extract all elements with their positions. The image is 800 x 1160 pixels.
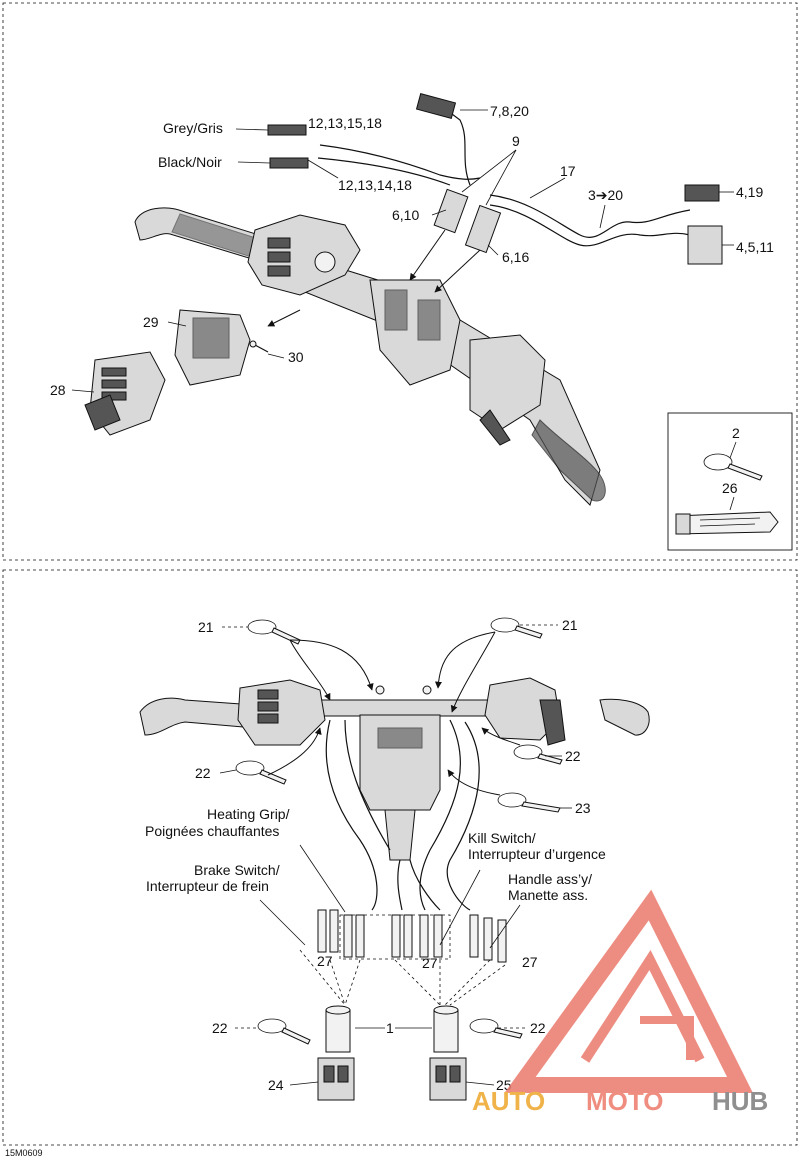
label-heating-grip-fr: Poignées chauffantes: [145, 823, 279, 839]
label-handle-assy-fr: Manette ass.: [508, 887, 588, 903]
bottom-panel-frame: [2, 569, 798, 1146]
ref-4-19: 4,19: [736, 184, 763, 200]
ref-12-13-14-18: 12,13,14,18: [338, 177, 412, 193]
ref-27-right: 27: [522, 954, 538, 970]
ref-2: 2: [732, 425, 740, 441]
watermark-text-moto: MOTO: [586, 1086, 664, 1116]
connector-cluster-center: [391, 914, 443, 958]
ref-12-13-15-18: 12,13,15,18: [308, 115, 382, 131]
triangle-logo-icon: [504, 889, 753, 1093]
top-left-switch-detail: [84, 309, 269, 436]
ref-30: 30: [288, 349, 304, 365]
ref-29: 29: [143, 314, 159, 330]
ref-22-right-lower: 22: [530, 1020, 546, 1036]
ref-27-left: 27: [317, 953, 333, 969]
label-kill-switch-en: Kill Switch/: [468, 830, 536, 846]
ref-21-left: 21: [198, 619, 214, 635]
ref-6-10: 6,10: [392, 207, 419, 223]
connector-housing-24: [317, 1057, 355, 1101]
ref-27-center: 27: [422, 955, 438, 971]
connector-cluster-right: [469, 914, 507, 963]
connector-housing-25: [429, 1057, 467, 1101]
cable-tie-icon: [469, 1018, 499, 1034]
bottom-parts: [317, 1005, 467, 1101]
label-kill-switch-fr: Interrupteur d’urgence: [468, 846, 606, 862]
label-heating-grip-en: Heating Grip/: [207, 806, 290, 822]
label-brake-switch-en: Brake Switch/: [194, 862, 280, 878]
watermark-logo: [504, 889, 753, 1093]
ref-24: 24: [268, 1077, 284, 1093]
ref-21-right: 21: [562, 617, 578, 633]
label-grey-wire: Grey/Gris: [163, 120, 223, 136]
top-leader-lines: [71, 109, 734, 393]
label-handle-assy-en: Handle ass’y/: [508, 871, 592, 887]
ref-9: 9: [512, 133, 520, 149]
cable-tie-icon: [497, 792, 527, 808]
ref-26: 26: [722, 480, 738, 496]
heat-shrink-sleeve: [325, 1009, 351, 1053]
ref-4-5-11: 4,5,11: [736, 239, 774, 255]
ref-1: 1: [386, 1020, 394, 1036]
watermark-text-auto: AUTO: [472, 1086, 545, 1116]
cable-tie-icon: [490, 617, 520, 633]
ref-17: 17: [560, 163, 576, 179]
label-brake-switch-fr: Interrupteur de frein: [146, 878, 269, 894]
ref-7-8-20: 7,8,20: [490, 103, 529, 119]
heat-shrink-sleeve: [433, 1009, 459, 1053]
ref-28: 28: [50, 382, 66, 398]
top-wiring-harness: [267, 93, 723, 327]
ref-6-16: 6,16: [502, 249, 529, 265]
bottom-wiring: [299, 719, 507, 1006]
lubricant-tube-icon: [675, 511, 779, 535]
ref-23: 23: [575, 800, 591, 816]
cable-tie-icon: [513, 744, 543, 760]
ref-22-right-upper: 22: [565, 748, 581, 764]
top-handlebar-assembly: [134, 207, 606, 506]
inset-box: 2 26: [667, 412, 793, 551]
ref-22-left-upper: 22: [195, 765, 211, 781]
cable-tie-icon: [257, 1018, 287, 1034]
ref-22-left-lower: 22: [212, 1020, 228, 1036]
drawing-code: 15M0609: [5, 1148, 43, 1158]
bottom-handlebar: [139, 677, 650, 861]
bottom-leader-lines: [219, 624, 572, 1086]
watermark-text-hub: HUB: [712, 1086, 768, 1116]
cable-tie-icon: [703, 453, 733, 471]
label-black-wire: Black/Noir: [158, 154, 222, 170]
cable-tie-icon: [235, 760, 265, 776]
top-panel-frame: [2, 2, 798, 561]
ref-3-20: 3➔20: [588, 187, 623, 203]
connector-cluster-left: [317, 909, 365, 958]
